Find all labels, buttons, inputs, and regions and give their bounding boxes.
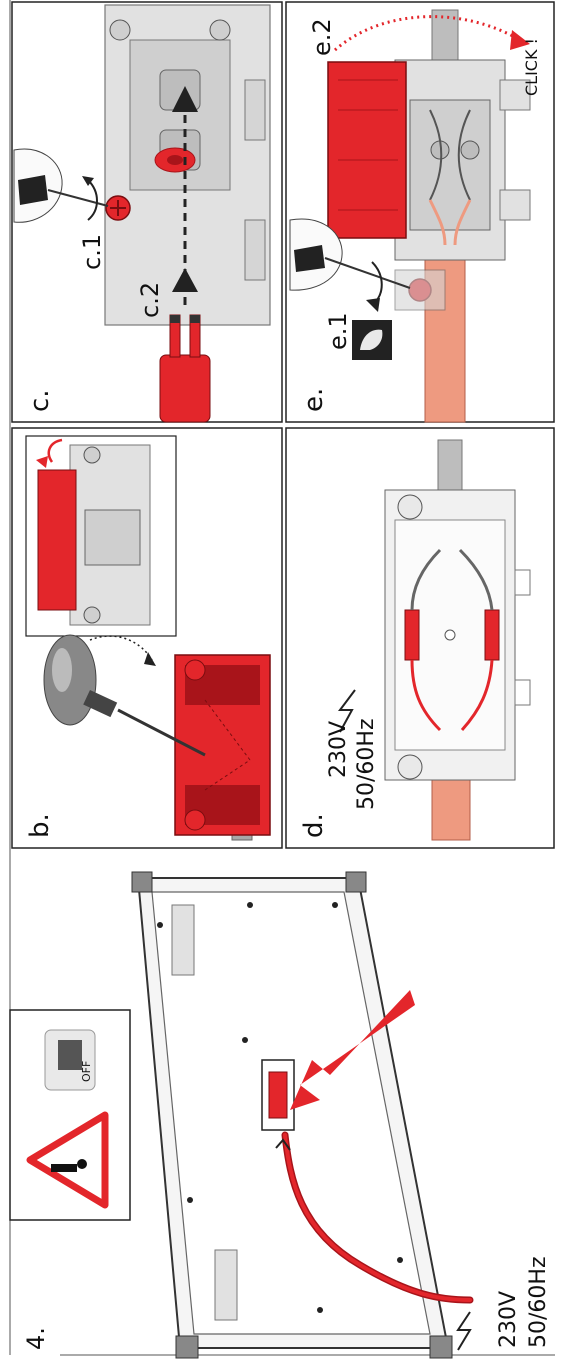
panel-d (285, 427, 555, 849)
switch-off-label: OFF (80, 1061, 93, 1082)
panel-e-step2-label: e.2 (308, 18, 336, 56)
panel-e-click-label: CLICK ! (522, 38, 541, 96)
overview-frequency: 50/60Hz (526, 1257, 551, 1349)
panel-d-frequency: 50/60Hz (354, 719, 379, 811)
panel-e-step1-label: e.1 (324, 312, 352, 350)
panel-d-voltage: 230V (326, 721, 351, 778)
panel-b-letter: b. (25, 813, 55, 838)
panel-b (11, 427, 283, 849)
warning-box: OFF (9, 1009, 131, 1221)
panel-c-step1-label: c.1 (78, 234, 106, 270)
panel-c-step2-label: c.2 (136, 282, 164, 318)
panel-c-letter: c. (25, 389, 55, 412)
power-switch-off-icon: OFF (44, 1029, 96, 1091)
panel-d-letter: d. (299, 813, 329, 838)
panel-e (285, 1, 555, 423)
panel-c (11, 1, 283, 423)
step-number: 4. (22, 1327, 50, 1350)
overview-voltage: 230V (496, 1291, 521, 1348)
mirror-overview (131, 871, 474, 1359)
panel-e-letter: e. (299, 388, 329, 412)
warning-triangle-icon (26, 1111, 109, 1209)
